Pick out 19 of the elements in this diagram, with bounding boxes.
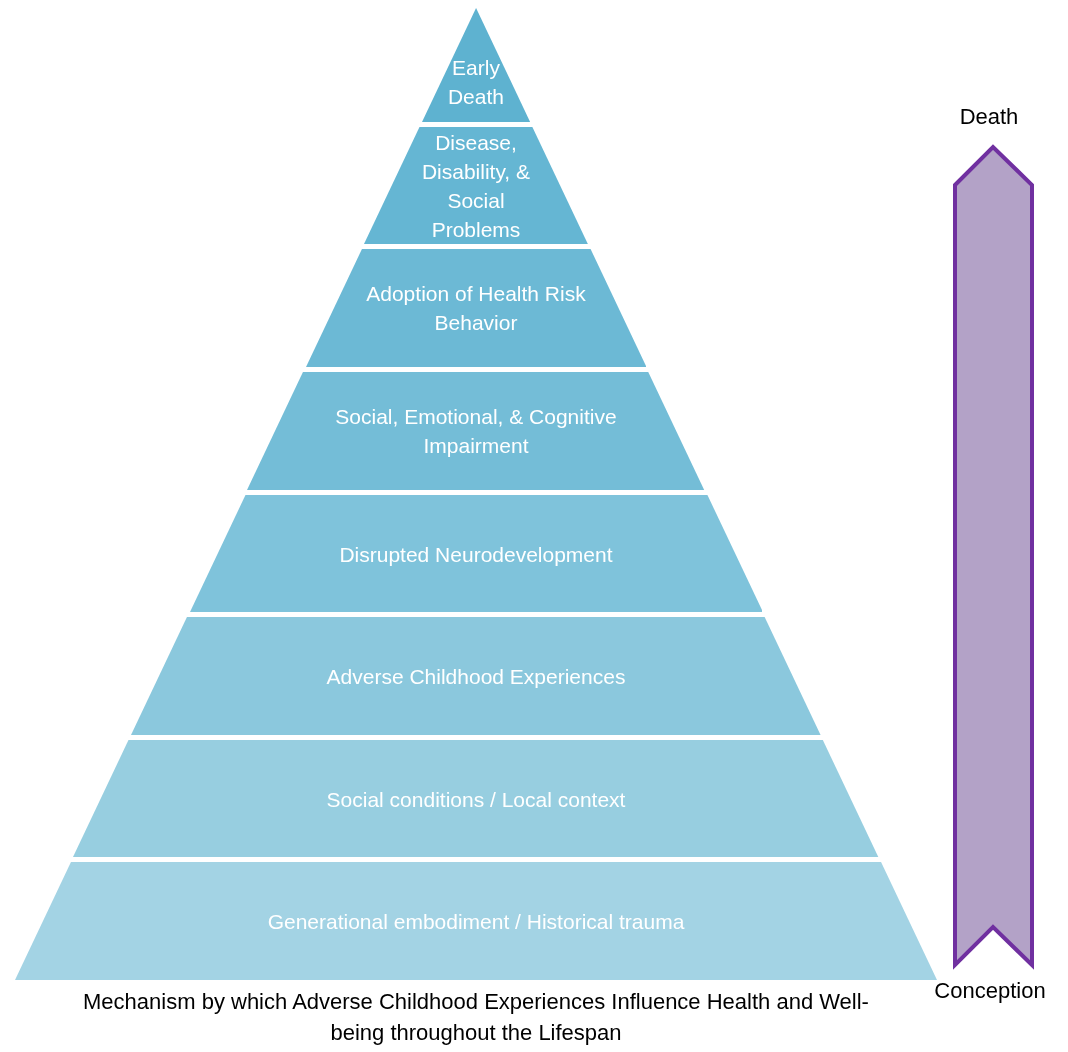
pyramid-level <box>305 249 647 367</box>
level-label: Early Death <box>446 55 505 111</box>
level-label: Disrupted Neurodevelopment <box>338 541 614 568</box>
level-label: Adoption of Health Risk Behavior <box>365 281 587 336</box>
pyramid-level <box>421 8 531 122</box>
level-label: Social conditions / Local context <box>325 786 627 812</box>
level-label: Adverse Childhood Experiences <box>325 663 627 690</box>
pyramid-level <box>189 495 763 612</box>
timeline-label: Death <box>959 104 1019 130</box>
caption: Mechanism by which Adverse Childhood Experiences Influence Health and Well-being throughout the Lifespan <box>82 988 870 1047</box>
timeline-label: Conception <box>934 978 1046 1004</box>
pyramid-level <box>131 617 821 735</box>
level-label: Social, Emotional, & Cognitive Impairment <box>334 404 618 459</box>
pyramid-level <box>15 862 937 980</box>
pyramid-level <box>247 372 705 490</box>
pyramid-level <box>364 127 588 244</box>
level-label: Disease, Disability, & Social Problems <box>420 129 532 243</box>
pyramid-level <box>73 740 879 857</box>
level-label: Generational embodiment / Historical trauma <box>266 908 686 935</box>
